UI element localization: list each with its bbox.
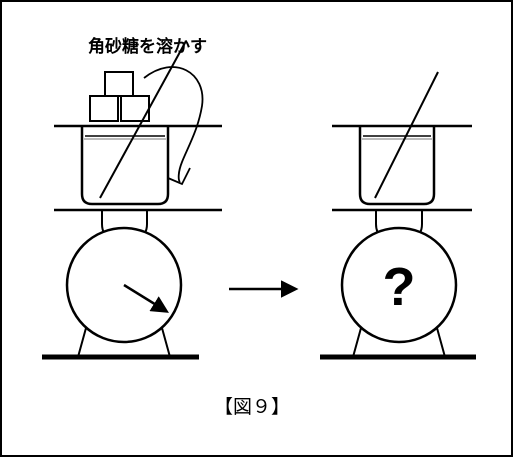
left-beaker xyxy=(80,126,170,206)
unknown-reading: ? xyxy=(383,257,416,317)
left-scale-legs xyxy=(77,327,171,358)
left-scale xyxy=(42,40,222,360)
right-beaker xyxy=(358,126,436,206)
right-stir-rod xyxy=(374,71,439,199)
left-dial-needle xyxy=(123,283,169,313)
pour-arrow-icon xyxy=(143,66,204,183)
right-scale-legs xyxy=(352,327,446,358)
right-scale: ? xyxy=(320,71,476,360)
sugar-cubes-icon xyxy=(89,71,150,122)
pour-arrow-head-icon xyxy=(167,167,191,186)
figure-caption: 【図９】 xyxy=(214,396,290,418)
top-label: 角砂糖を溶かす xyxy=(88,36,207,56)
right-scale-dial xyxy=(340,226,458,344)
